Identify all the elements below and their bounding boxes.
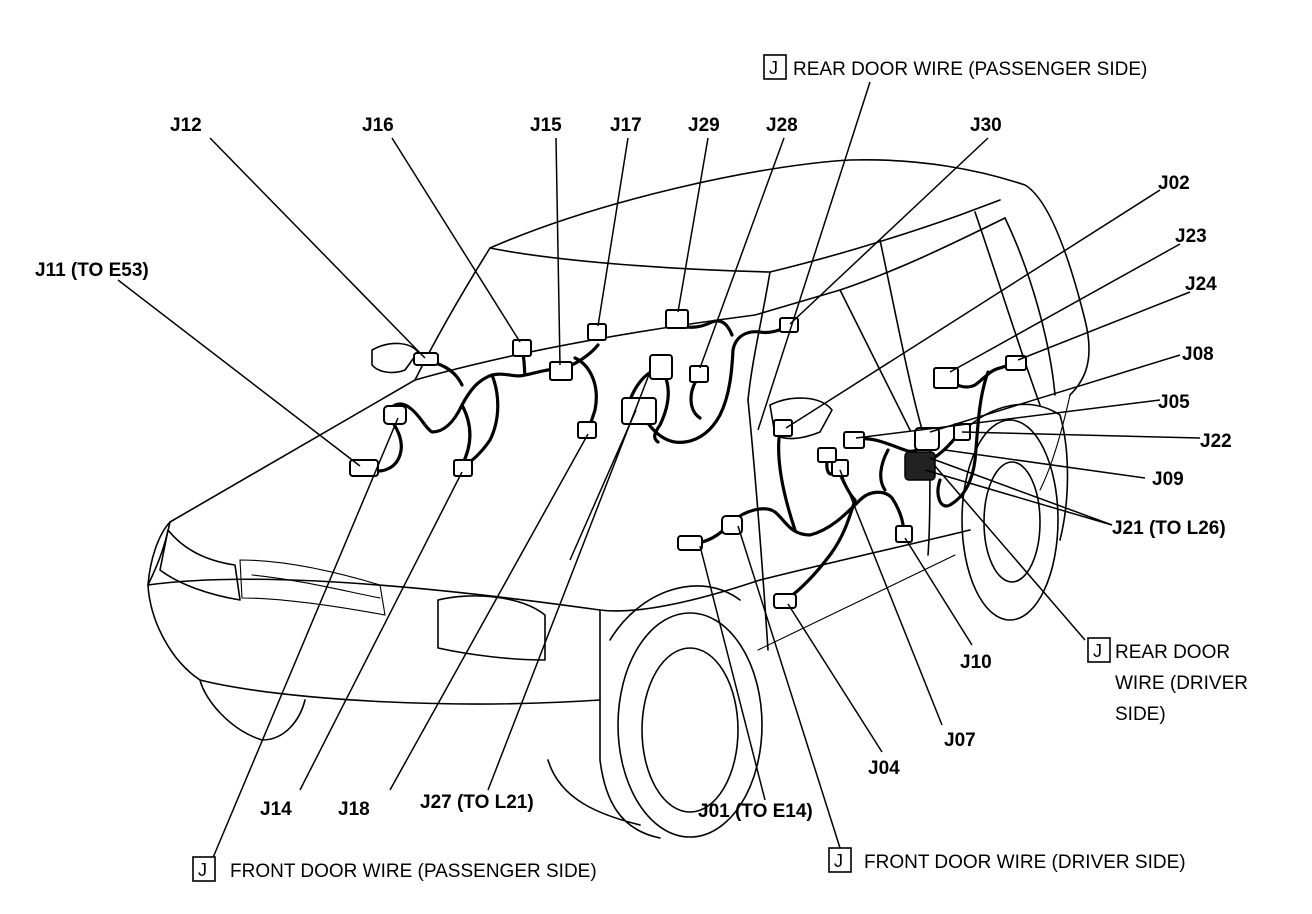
j-symbol-box <box>1087 637 1111 663</box>
label-j08: J08 <box>1182 344 1214 365</box>
label-j17: J17 <box>610 115 642 136</box>
rear-door-driver-line1: REAR DOOR <box>1115 642 1230 663</box>
front-door-driver-label: FRONT DOOR WIRE (DRIVER SIDE) <box>864 852 1186 873</box>
label-j29: J29 <box>688 115 720 136</box>
label-j22: J22 <box>1200 431 1232 452</box>
j-symbol: J <box>198 860 207 880</box>
label-j14: J14 <box>260 799 292 820</box>
j-symbol: J <box>769 58 778 78</box>
label-j05: J05 <box>1158 392 1190 413</box>
connector-j29 <box>665 309 689 329</box>
label-j04: J04 <box>868 758 900 779</box>
connector-labels: J12 J16 J15 J17 J29 J28 J30 J02 J23 J24 … <box>35 115 1232 822</box>
connector-j04 <box>773 593 797 609</box>
connector-j12b <box>383 405 407 425</box>
j-symbol-box <box>763 54 787 80</box>
connector-j01b <box>721 515 743 535</box>
harness-callout-front-door-passenger: J FRONT DOOR WIRE (PASSENGER SIDE) <box>192 856 597 882</box>
harness-callout-rear-door-driver: J REAR DOOR WIRE (DRIVER SIDE) <box>1087 637 1248 725</box>
connector-j07 <box>831 459 849 477</box>
label-j16: J16 <box>362 115 394 136</box>
j-symbol-box <box>192 856 216 882</box>
connector-j23 <box>933 367 959 389</box>
rear-door-driver-line3: SIDE) <box>1115 704 1166 725</box>
label-j23: J23 <box>1175 226 1207 247</box>
connector-j27 <box>621 397 657 425</box>
j-symbol: J <box>1093 641 1102 661</box>
connectors <box>349 309 1027 609</box>
label-j09: J09 <box>1152 469 1184 490</box>
connector-j21-cluster <box>904 451 936 481</box>
connector-j18 <box>577 421 597 439</box>
harness-callout-rear-door-passenger: J REAR DOOR WIRE (PASSENGER SIDE) <box>763 54 1147 80</box>
j-symbol: J <box>834 851 843 871</box>
j-symbol-box <box>828 847 852 873</box>
connector-j01 <box>677 535 703 551</box>
label-j07: J07 <box>944 730 976 751</box>
connector-j05b <box>817 447 837 463</box>
rear-door-passenger-label: REAR DOOR WIRE (PASSENGER SIDE) <box>793 59 1147 80</box>
connector-j14 <box>453 459 473 477</box>
harness-callout-front-door-driver: J FRONT DOOR WIRE (DRIVER SIDE) <box>828 847 1186 873</box>
connector-j10 <box>895 525 913 543</box>
label-j10: J10 <box>960 652 992 673</box>
label-j12: J12 <box>170 115 202 136</box>
connector-j15 <box>549 361 573 381</box>
label-j28: J28 <box>766 115 798 136</box>
connector-j08-cluster <box>914 427 940 451</box>
connector-j27b <box>649 354 673 380</box>
label-j27: J27 (TO L21) <box>420 792 534 813</box>
connector-j30 <box>779 317 799 333</box>
connector-j12 <box>413 352 439 366</box>
leader-lines <box>117 81 1201 861</box>
label-j18: J18 <box>338 799 370 820</box>
rear-door-driver-line2: WIRE (DRIVER <box>1115 673 1248 694</box>
label-j02: J02 <box>1158 173 1190 194</box>
connector-j28 <box>689 365 709 383</box>
label-j11: J11 (TO E53) <box>35 260 149 281</box>
connector-j05 <box>843 431 865 449</box>
connector-j16 <box>512 339 532 357</box>
label-j24: J24 <box>1185 274 1217 295</box>
label-j01: J01 (TO E14) <box>698 801 813 822</box>
label-j15: J15 <box>530 115 562 136</box>
label-j30: J30 <box>970 115 1002 136</box>
label-j21: J21 (TO L26) <box>1112 518 1226 539</box>
connector-j02 <box>773 419 793 437</box>
connector-j17 <box>587 323 607 341</box>
front-door-passenger-label: FRONT DOOR WIRE (PASSENGER SIDE) <box>230 861 597 882</box>
